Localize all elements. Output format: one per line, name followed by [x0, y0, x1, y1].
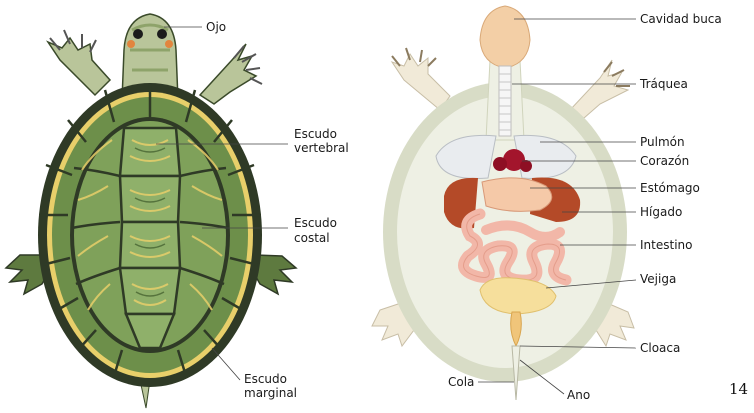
label-escudo-marginal-line1: Escudo — [244, 372, 287, 386]
anatomy-front-left-limb — [392, 48, 450, 110]
label-escudo-vertebral-line2: vertebral — [294, 141, 349, 155]
label-escudo-costal-line1: Escudo — [294, 216, 337, 230]
turtle-carapace-illustration — [6, 14, 296, 408]
label-ojo: Ojo — [206, 20, 226, 34]
label-vejiga: Vejiga — [640, 272, 676, 286]
label-escudo-vertebral-line1: Escudo — [294, 127, 337, 141]
label-escudo-costal-line2: costal — [294, 231, 330, 245]
turtle-internal-anatomy-illustration — [372, 6, 634, 400]
label-corazon: Corazón — [640, 154, 689, 168]
label-pulmon: Pulmón — [640, 135, 685, 149]
label-traquea: Tráquea — [640, 77, 688, 91]
label-higado: Hígado — [640, 205, 682, 219]
oral-cavity — [480, 6, 530, 68]
label-cloaca: Cloaca — [640, 341, 680, 355]
label-ano: Ano — [567, 388, 590, 402]
front-right-limb — [200, 44, 262, 104]
page-number: 14 — [729, 380, 748, 398]
trachea — [499, 66, 511, 136]
label-intestino: Intestino — [640, 238, 692, 252]
anatomy-front-right-limb — [570, 60, 630, 118]
right-eye — [157, 29, 167, 39]
label-cavidad-bucal: Cavidad buca — [640, 12, 722, 26]
label-cola: Cola — [448, 375, 474, 389]
label-escudo-marginal-line2: marginal — [244, 386, 297, 400]
label-estomago: Estómago — [640, 181, 700, 195]
front-left-limb — [48, 30, 110, 95]
left-eye — [133, 29, 143, 39]
